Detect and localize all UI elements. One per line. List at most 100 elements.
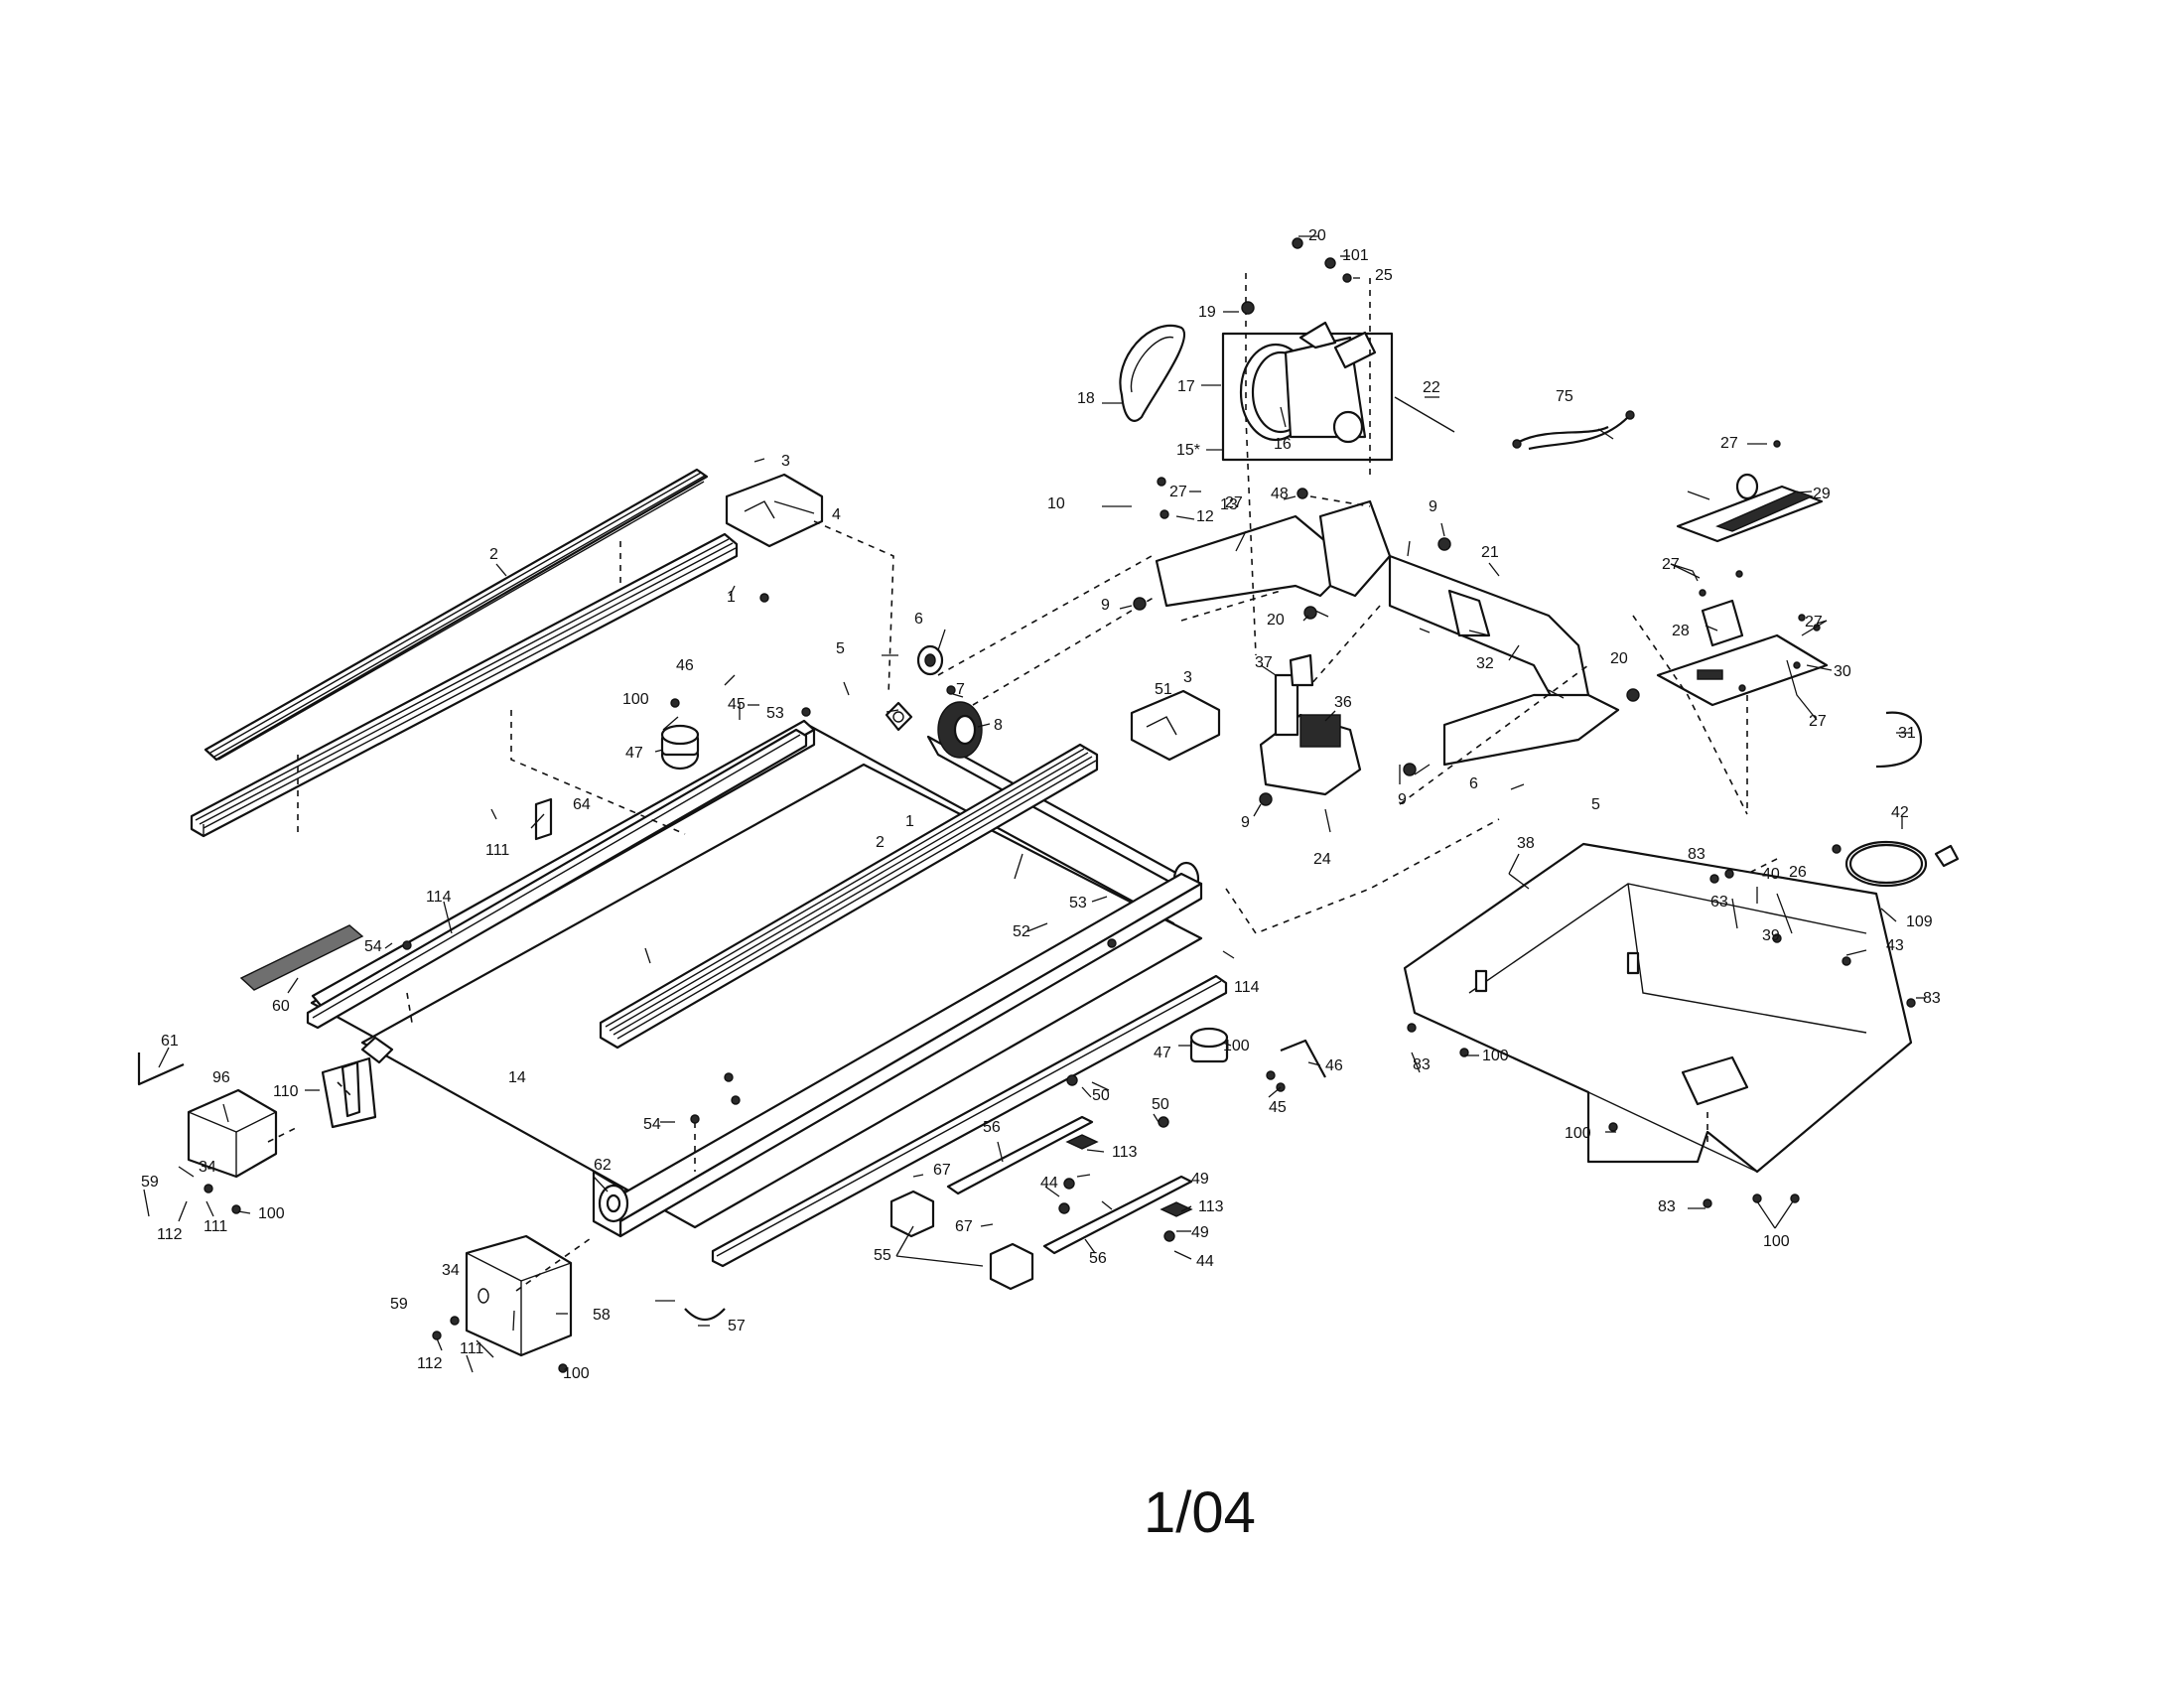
callout: 54	[364, 938, 382, 955]
callout: 83	[1658, 1198, 1676, 1215]
callout: 15*	[1176, 442, 1200, 459]
callout: 42	[1891, 804, 1909, 821]
callout: 111	[460, 1340, 483, 1357]
end-cap-bottom	[1130, 689, 1221, 762]
callout: 100	[1565, 1125, 1591, 1142]
callout: 1	[905, 813, 914, 830]
walking-belt	[360, 763, 1203, 1229]
top-bearing	[916, 644, 944, 676]
callout: 32	[1476, 655, 1494, 672]
drive-belt	[1119, 324, 1185, 422]
callout: 46	[676, 657, 694, 674]
callout: 50	[1092, 1087, 1110, 1104]
callout: 45	[728, 696, 746, 713]
grip-strip	[239, 924, 364, 991]
right-frame-rail	[592, 872, 1203, 1238]
callout: 83	[1688, 846, 1706, 863]
callout: 9	[1429, 498, 1437, 515]
support-bracket-bottom	[1042, 1175, 1193, 1255]
callout: 17	[1177, 378, 1195, 395]
callout: 44	[1040, 1175, 1058, 1192]
left-bottom-rail	[306, 728, 808, 1030]
upper-left-side-rail-cover	[204, 468, 709, 762]
callout: 96	[212, 1069, 230, 1086]
callout: 4	[832, 506, 841, 523]
callout: 5	[836, 640, 845, 657]
foot-pad-right	[989, 1242, 1034, 1291]
callout: 16	[1274, 436, 1292, 453]
hex-key	[137, 1052, 185, 1086]
callout: 8	[994, 717, 1003, 734]
callout: 47	[1154, 1045, 1171, 1061]
support-bracket-top	[946, 1115, 1094, 1195]
callout: 20	[1610, 650, 1628, 667]
callout: 6	[914, 611, 923, 628]
fastener-plate-bottom	[1160, 1201, 1193, 1217]
right-bottom-rail	[711, 974, 1228, 1268]
callout: 27	[1662, 556, 1680, 573]
foot-pad-left	[889, 1190, 935, 1238]
mounting-plate	[1656, 633, 1829, 707]
callout: 30	[1834, 663, 1851, 680]
callout: 2	[876, 834, 885, 851]
callout: 22	[1423, 379, 1440, 396]
callout-leader-lines	[143, 235, 1926, 1373]
callout: 29	[1813, 486, 1831, 502]
callout: 100	[563, 1365, 590, 1382]
lower-right-side-rail	[599, 743, 1099, 1050]
cable-clip	[684, 1308, 726, 1322]
callout: 12	[1196, 508, 1214, 525]
callout: 2	[489, 546, 498, 563]
callout: 37	[1255, 654, 1273, 671]
callout: 34	[199, 1159, 216, 1176]
callout: 52	[1013, 923, 1030, 940]
callout: 83	[1413, 1056, 1431, 1073]
callout: 100	[622, 691, 649, 708]
page-number-label: 1/04	[1144, 1480, 1256, 1545]
fastener-marks	[204, 237, 1916, 1373]
callout: 38	[1517, 835, 1535, 852]
power-module	[1701, 599, 1744, 647]
callout: 34	[442, 1262, 460, 1279]
callout: 9	[1398, 791, 1407, 808]
callout: 28	[1672, 623, 1690, 639]
callout: 56	[983, 1119, 1001, 1136]
callout: 43	[1886, 937, 1904, 954]
callout: 3	[1183, 669, 1192, 686]
cable-tie	[1875, 711, 1923, 769]
callout: 112	[417, 1355, 443, 1372]
callout: 58	[593, 1307, 611, 1324]
callout: 21	[1481, 544, 1499, 561]
callout: 13	[1220, 496, 1238, 513]
fastener-plate-top	[1065, 1134, 1099, 1150]
callout: 101	[1342, 247, 1369, 264]
callout: 59	[141, 1174, 159, 1191]
callout: 60	[272, 998, 290, 1015]
callout: 27	[1720, 435, 1738, 452]
callout: 1	[727, 589, 736, 606]
callout: 47	[625, 745, 643, 762]
callout: 109	[1906, 913, 1933, 930]
callout: 62	[594, 1157, 612, 1174]
callout: 25	[1375, 267, 1393, 284]
callout: 9	[1241, 814, 1250, 831]
callout: 113	[1112, 1144, 1138, 1161]
callout: 20	[1308, 227, 1326, 244]
callout: 53	[1069, 895, 1087, 912]
callout: 113	[1198, 1198, 1224, 1215]
callout: 44	[1196, 1253, 1214, 1270]
callout: 45	[1269, 1099, 1287, 1116]
cable-assembly	[1512, 410, 1635, 451]
rear-right-hood	[465, 1234, 573, 1357]
motor-bolt	[1394, 396, 1455, 433]
callout: 3	[781, 453, 790, 470]
callout: 61	[161, 1033, 179, 1050]
callout: 100	[1482, 1048, 1509, 1064]
callout: 40	[1762, 866, 1780, 883]
motor-assembly	[1221, 321, 1394, 462]
callout: 59	[390, 1296, 408, 1313]
rail-clip	[534, 797, 553, 841]
callout: 75	[1556, 388, 1573, 405]
rear-roller	[598, 1184, 629, 1223]
